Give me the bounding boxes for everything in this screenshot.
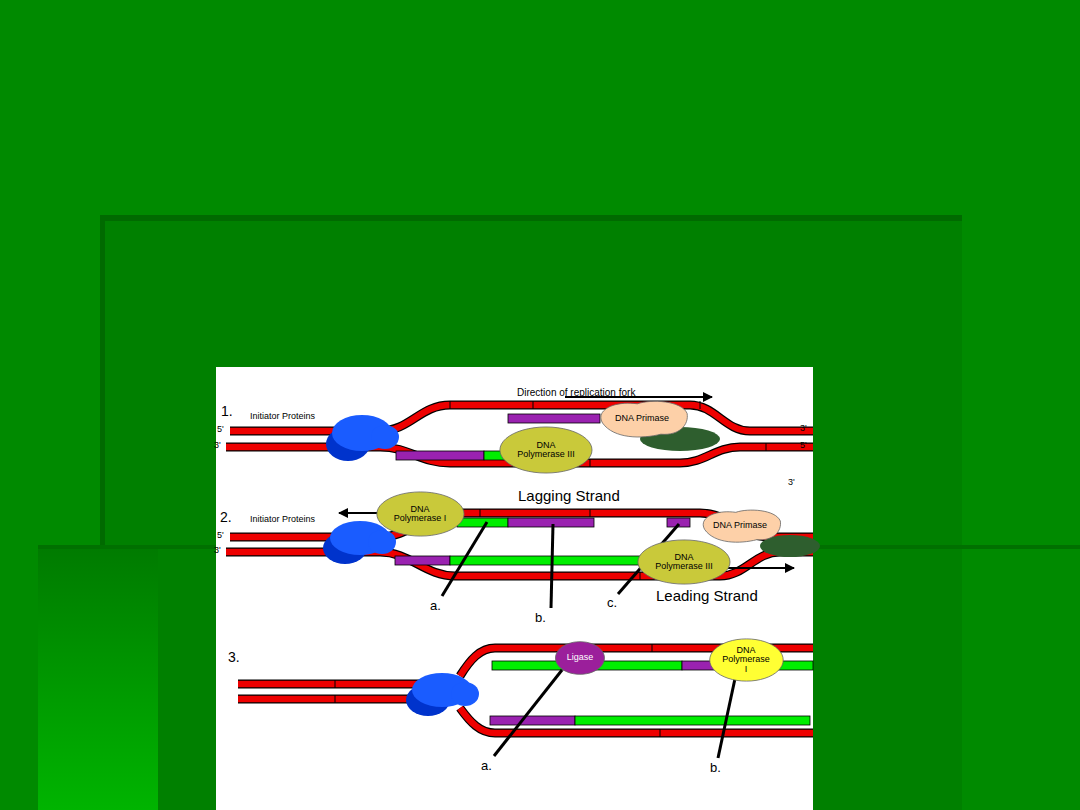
panel-edge [100,215,962,221]
callout-label: 5' [800,441,807,451]
new-dna [457,518,508,527]
dna-strand [238,695,420,704]
enzyme-ellipse: DNA Polymerase III [499,426,593,474]
callout-label: 3' [788,478,795,488]
strand-label: Leading Strand [656,588,758,605]
dna-strand [238,681,420,688]
segment-tick [590,459,591,467]
segment-tick [700,401,701,409]
dna-strand [230,405,813,431]
callout-label: c. [607,596,617,610]
rna-primer [508,518,594,527]
enzyme-blob: DNA Primase [595,399,689,439]
rna-primer [396,451,484,460]
callout-label: 3' [800,424,807,434]
segment-tick [640,572,641,580]
callout-label: 5' [217,531,224,541]
dna-strand [230,405,813,431]
segment-tick [652,644,653,652]
arrow-label: Direction of replication fork [517,387,635,398]
callout-label: 1. [221,404,233,419]
enzyme-name: Ligase [567,653,594,662]
enzyme-name: DNA Polymerase III [513,441,579,460]
callout-label: 5' [217,425,224,435]
figure-ground [216,367,813,810]
segment-tick [533,401,534,409]
callout-label: Initiator Proteins [250,412,315,422]
slide-panel [38,545,158,810]
new-dna [575,716,810,725]
direction-arrow [728,567,794,569]
dna-strand [238,696,420,703]
segment-tick [335,680,336,688]
callout-label: b. [710,761,721,775]
enzyme-name: DNA Primase [615,414,669,423]
initiator-protein [326,415,399,461]
callout-label: a. [481,759,492,773]
enzyme-name: DNA Polymerase I [389,505,451,524]
callout-label: 2. [220,510,232,525]
callout-label: Initiator Proteins [250,515,315,525]
rna-primer [490,716,575,725]
rna-primer [508,414,600,423]
enzyme-blob: DNA Primase [698,508,782,544]
segment-tick [660,729,661,737]
dna-strand [238,680,420,689]
callout-label: 3. [228,650,240,665]
segment-tick [450,401,451,409]
enzyme-ellipse: DNA Polymerase I [709,638,784,682]
dna-strand [460,708,813,733]
enzyme-name: DNA Primase [713,521,767,530]
callout-label: b. [535,611,546,625]
enzyme-ellipse: DNA Polymerase I [376,491,465,537]
callout-label: 3' [214,441,221,451]
callout-label: 3' [214,546,221,556]
rna-primer [395,556,450,565]
strand-label: Lagging Strand [518,488,620,505]
dna-strand [460,708,813,733]
enzyme-name: DNA Polymerase III [651,553,717,572]
callout-label: a. [430,599,441,613]
segment-tick [590,509,591,517]
enzyme-ellipse: Ligase [555,641,605,675]
segment-tick [335,695,336,703]
enzyme-ellipse: DNA Polymerase III [637,539,731,585]
initiator-protein [406,673,479,716]
leader-line [442,522,736,758]
segment-tick [480,509,481,517]
segment-tick [766,443,767,451]
enzyme-name: DNA Polymerase I [720,646,772,674]
slide-panel [100,215,962,810]
